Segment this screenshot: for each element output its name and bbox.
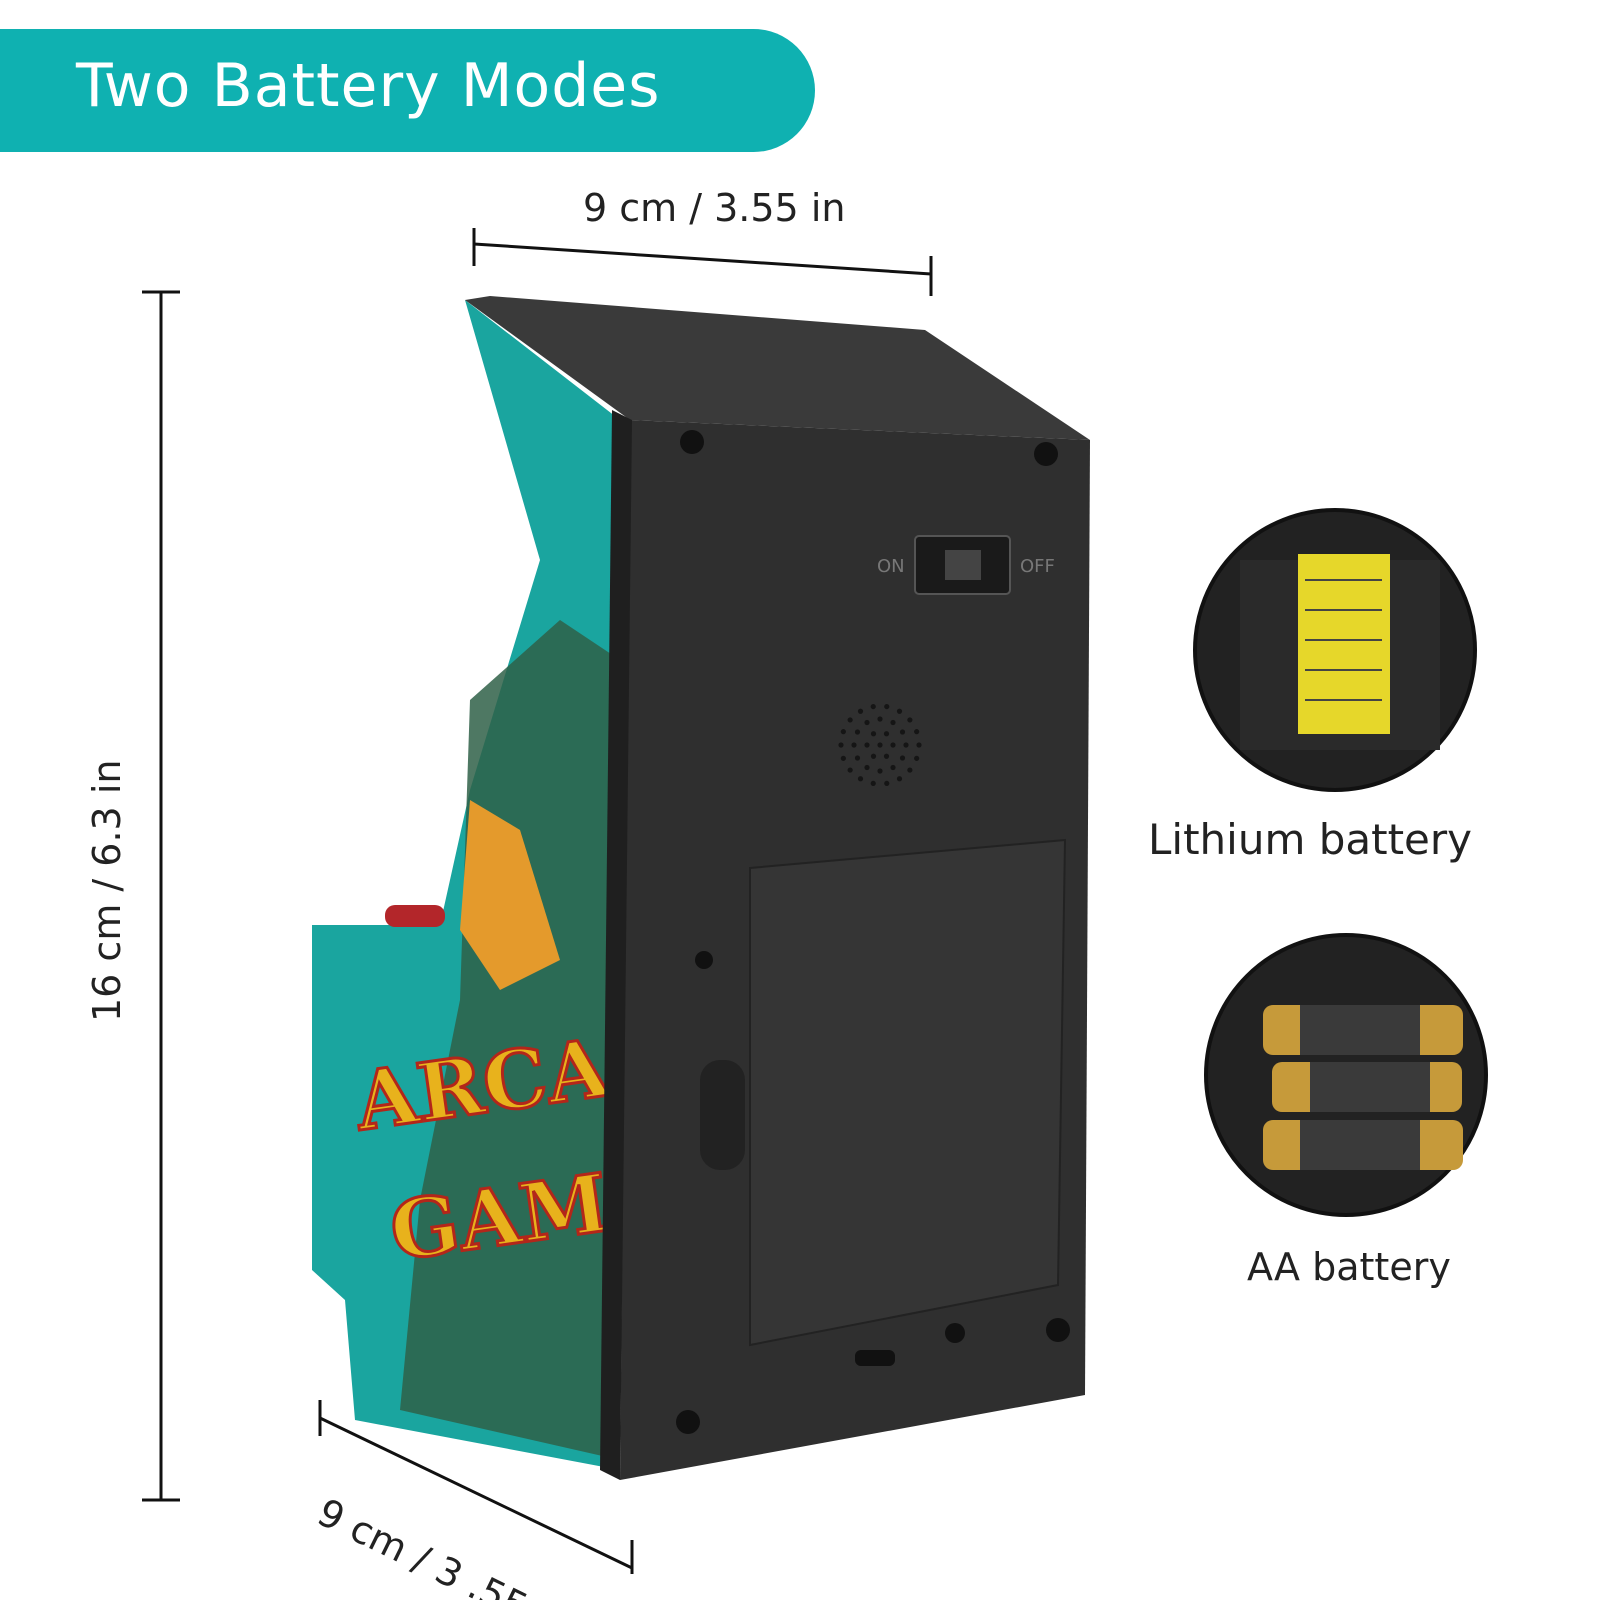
lithium-battery-label: Lithium battery — [1148, 815, 1473, 864]
switch-off-label: OFF — [1020, 556, 1055, 577]
height-dimension-label: 16 cm / 6.3 in — [85, 759, 129, 1022]
character-art — [400, 620, 620, 1460]
aa-battery-photo — [1204, 933, 1488, 1217]
dimension-line-height — [142, 290, 180, 1502]
lithium-battery-photo — [1193, 508, 1477, 792]
speaker-grille — [838, 703, 922, 787]
joystick-button — [385, 905, 445, 927]
width-dimension-label: 9 cm / 3.55 in — [583, 186, 846, 230]
dimension-line-top — [472, 228, 933, 296]
switch-on-label: ON — [877, 556, 905, 577]
usb-port — [855, 1350, 895, 1366]
page-title: Two Battery Modes — [76, 51, 661, 121]
title-banner: Two Battery Modes — [0, 29, 815, 152]
audio-jack — [945, 1323, 965, 1343]
cabinet-top — [465, 296, 1090, 440]
dimension-line-depth — [318, 1400, 634, 1574]
battery-cover — [749, 838, 1067, 1347]
aa-battery-label: AA battery — [1247, 1245, 1451, 1289]
